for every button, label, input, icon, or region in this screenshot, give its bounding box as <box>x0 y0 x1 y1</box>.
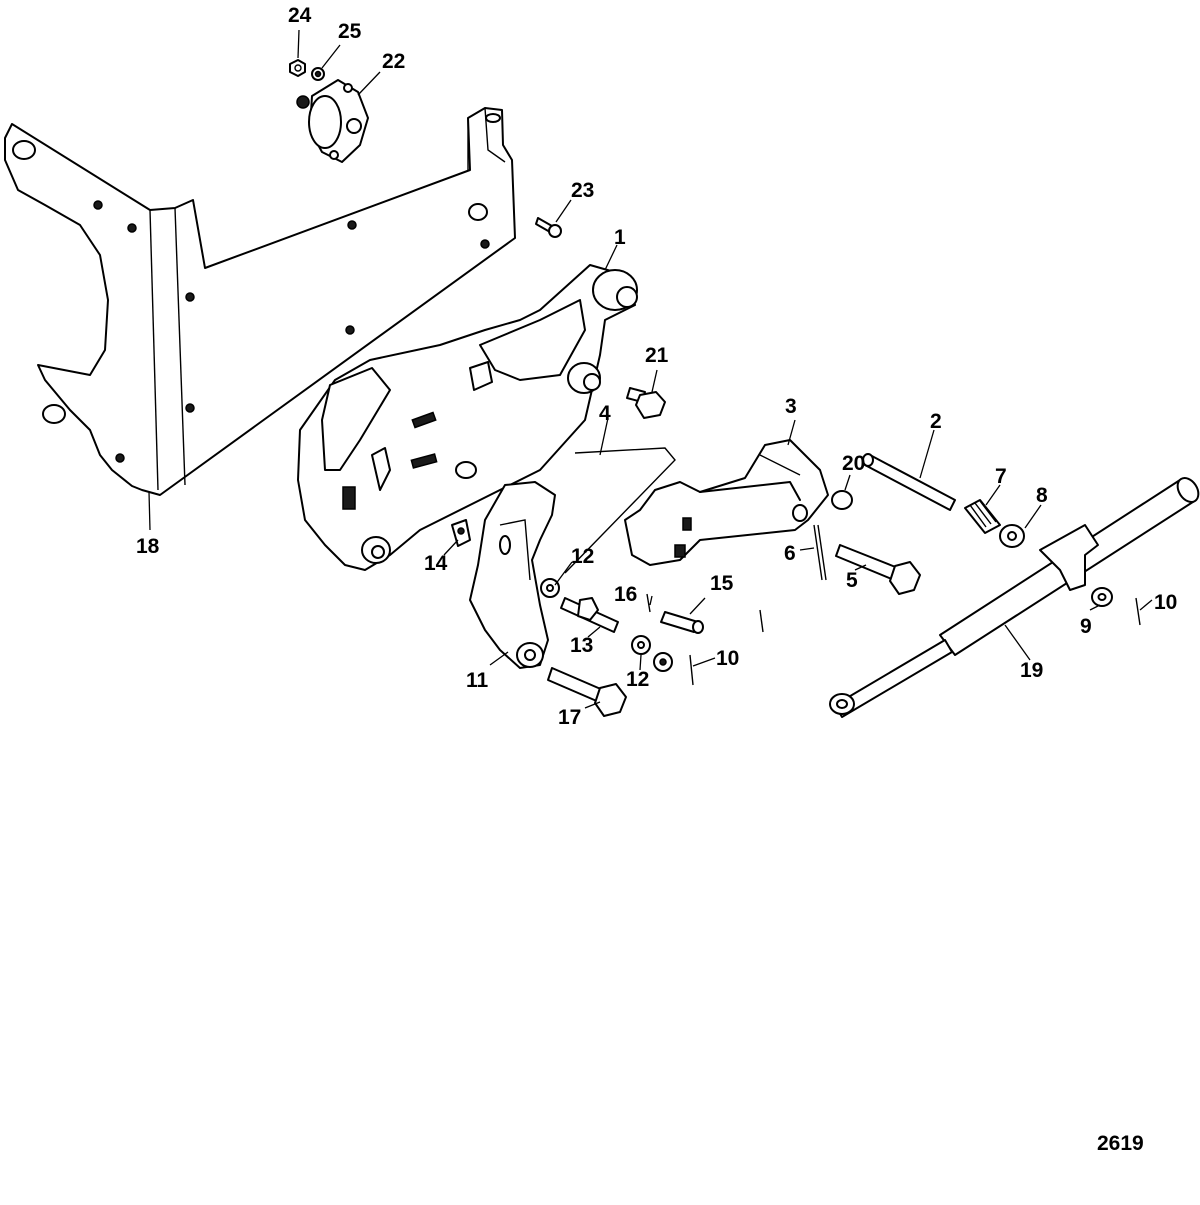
part-23-screw <box>535 217 562 238</box>
part-6-cotter-pin <box>813 524 827 581</box>
part-12-washer-upper <box>540 578 560 598</box>
callout-22: 22 <box>382 50 405 73</box>
part-3-shift-lever <box>624 439 829 566</box>
callout-13: 13 <box>570 634 593 657</box>
callout-15: 15 <box>710 572 734 595</box>
part-13-stud <box>560 597 619 633</box>
callout-16: 16 <box>614 583 637 606</box>
leader-lines <box>148 29 1153 709</box>
callout-11: 11 <box>466 669 489 692</box>
part-14-bracket <box>451 519 471 547</box>
callout-20: 20 <box>842 452 865 475</box>
part-4-rod <box>564 447 676 574</box>
part-20-cap <box>831 490 853 510</box>
callout-14: 14 <box>424 552 448 575</box>
callout-21: 21 <box>645 344 669 367</box>
callout-24: 24 <box>288 4 312 27</box>
callout-7: 7 <box>995 465 1007 488</box>
callout-8: 8 <box>1036 484 1048 507</box>
part-10-cotter-pin-left <box>689 609 764 686</box>
part-1-lever-assembly <box>297 264 638 571</box>
part-19-actuator <box>829 477 1200 718</box>
part-18-mounting-bracket <box>4 107 516 496</box>
callout-19: 19 <box>1020 659 1043 682</box>
part-25-washer <box>311 67 325 81</box>
part-7-spring <box>964 499 1001 534</box>
part-8-washer <box>999 524 1025 548</box>
part-21-bolt <box>626 387 666 419</box>
part-10-cotter-pin-right <box>1135 597 1141 626</box>
callout-12-upper: 12 <box>571 545 594 568</box>
callout-10-left: 10 <box>716 647 739 670</box>
part-16-cotter-pin <box>646 593 651 613</box>
callout-6: 6 <box>784 542 796 565</box>
part-5-bolt <box>835 544 921 595</box>
callout-10-right: 10 <box>1154 591 1177 614</box>
callout-3: 3 <box>785 395 797 418</box>
callout-5: 5 <box>846 569 858 592</box>
part-9-washer <box>1091 587 1113 607</box>
callout-4: 4 <box>599 402 611 425</box>
callout-12-lower: 12 <box>626 668 649 691</box>
callout-2: 2 <box>930 410 942 433</box>
part-15-pin <box>660 611 704 634</box>
callout-25: 25 <box>338 20 362 43</box>
part-2-pin <box>862 453 956 511</box>
callout-1: 1 <box>614 226 626 249</box>
part-22-switch <box>296 79 369 163</box>
callout-labels: 24 25 22 23 1 21 4 3 2 20 7 8 6 5 18 14 … <box>136 4 1177 729</box>
callout-9: 9 <box>1080 615 1092 638</box>
callout-17: 17 <box>558 706 581 729</box>
part-12-washer-lower <box>631 635 673 672</box>
part-11-link-arm <box>469 481 556 669</box>
part-24-nut <box>289 59 306 77</box>
callout-18: 18 <box>136 535 160 558</box>
callout-23: 23 <box>571 179 594 202</box>
figure-number: 2619 <box>1097 1132 1144 1155</box>
